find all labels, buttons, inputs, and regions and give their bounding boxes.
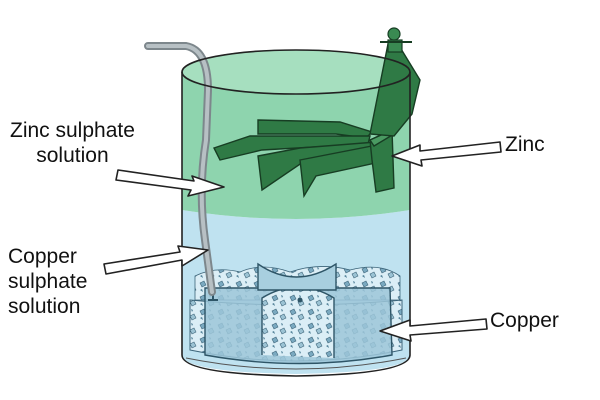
- arrow-copper: [379, 318, 488, 342]
- zinc-electrode: [213, 119, 395, 199]
- copper-electrode-hole: [297, 297, 303, 303]
- copper-lead-wire-highlight: [146, 44, 214, 294]
- jar-body: [181, 72, 411, 377]
- label-copper: Copper: [490, 309, 559, 332]
- label-line: Zinc sulphate: [10, 119, 135, 142]
- label-copper-sulphate-solution: Copper sulphate solution: [8, 244, 87, 319]
- arrow-zinc-sulphate: [115, 169, 225, 197]
- jar-base: [185, 357, 407, 370]
- label-line: sulphate: [8, 270, 88, 293]
- label-zinc: Zinc: [505, 133, 545, 156]
- arrow-copper-sulphate: [103, 245, 209, 275]
- arrow-zinc: [391, 141, 502, 167]
- label-line: Copper: [8, 245, 77, 268]
- copper-electrode-cradle: [257, 262, 337, 291]
- copper-electrode-arch: [261, 286, 335, 358]
- label-line: solution: [8, 295, 81, 318]
- label-line: solution: [36, 144, 109, 167]
- label-zinc-sulphate-solution: Zinc sulphate solution: [10, 118, 135, 168]
- zinc-terminal-knob: [387, 27, 401, 41]
